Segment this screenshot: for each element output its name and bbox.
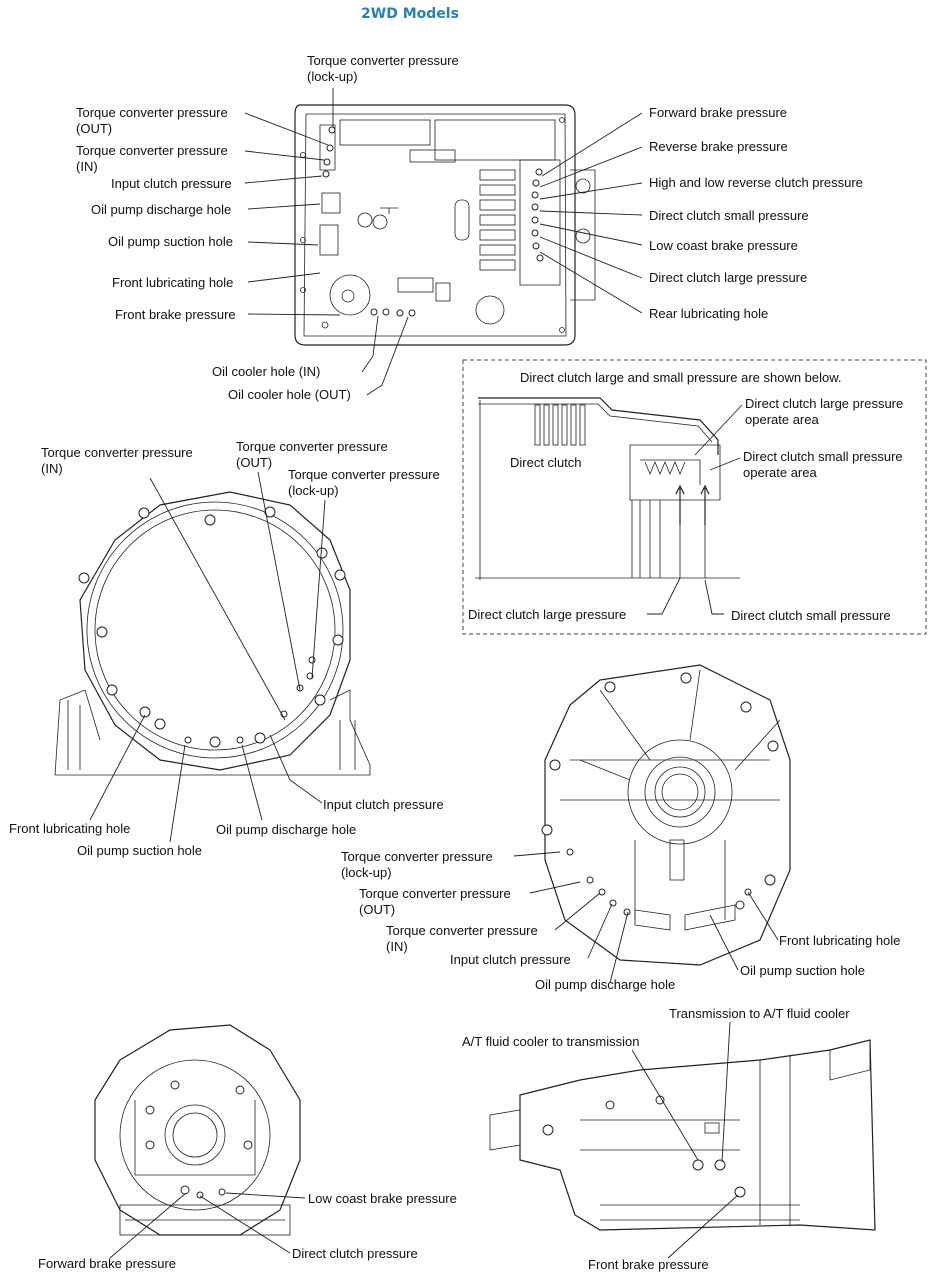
side-view-leaders bbox=[631, 1021, 739, 1259]
rear-view-leaders bbox=[109, 1192, 306, 1259]
vb-low-coast-label: Low coast brake pressure bbox=[649, 238, 798, 253]
rear-low-coast-label: Low coast brake pressure bbox=[308, 1191, 457, 1206]
housing-pump-suction-label: Oil pump suction hole bbox=[77, 843, 203, 858]
vb-front-lub-label: Front lubricating hole bbox=[112, 275, 234, 290]
vb-cooler-out-label: Oil cooler hole (OUT) bbox=[228, 387, 351, 402]
oil-pump-leaders bbox=[513, 851, 779, 984]
pump-front-lub-label: Front lubricating hole bbox=[779, 933, 901, 948]
vb-input-clutch-label: Input clutch pressure bbox=[111, 176, 232, 191]
housing-tc-in-label: Torque converter pressure(IN) bbox=[41, 445, 193, 476]
vb-forward-brake-label: Forward brake pressure bbox=[649, 105, 787, 120]
housing-input-clutch-label: Input clutch pressure bbox=[323, 797, 444, 812]
pump-tc-lockup-label: Torque converter pressure(lock-up) bbox=[341, 849, 493, 880]
inset-small-pressure-label: Direct clutch small pressure bbox=[731, 608, 891, 623]
converter-housing-drawing bbox=[54, 491, 371, 776]
vb-reverse-brake-label: Reverse brake pressure bbox=[649, 139, 788, 154]
vb-pump-suction-label: Oil pump suction hole bbox=[108, 234, 234, 249]
inset-leaders bbox=[647, 404, 743, 615]
pump-tc-in-label: Torque converter pressure(IN) bbox=[386, 923, 538, 954]
pump-tc-out-label: Torque converter pressure(OUT) bbox=[359, 886, 511, 917]
inset-heading: Direct clutch large and small pressure a… bbox=[520, 370, 842, 385]
side-front-brake-label: Front brake pressure bbox=[588, 1257, 709, 1272]
housing-tc-lockup-label: Torque converter pressure(lock-up) bbox=[288, 467, 440, 498]
vb-pump-discharge-label: Oil pump discharge hole bbox=[91, 202, 232, 217]
inset-large-pressure-label: Direct clutch large pressure bbox=[468, 607, 627, 622]
vb-cooler-in-label: Oil cooler hole (IN) bbox=[212, 364, 321, 379]
rear-forward-brake-label: Forward brake pressure bbox=[38, 1256, 176, 1271]
valve-body-leaders bbox=[244, 88, 643, 396]
vb-front-brake-label: Front brake pressure bbox=[115, 307, 236, 322]
housing-front-lub-label: Front lubricating hole bbox=[9, 821, 131, 836]
side-cooler-to-trans-label: A/T fluid cooler to transmission bbox=[462, 1034, 640, 1049]
converter-housing-leaders bbox=[89, 471, 326, 843]
pump-input-clutch-label: Input clutch pressure bbox=[450, 952, 571, 967]
vb-tc-out-label: Torque converter pressure(OUT) bbox=[76, 105, 228, 136]
oil-pump-drawing bbox=[541, 664, 791, 966]
rear-direct-clutch-label: Direct clutch pressure bbox=[292, 1246, 418, 1261]
vb-direct-small-label: Direct clutch small pressure bbox=[649, 208, 809, 223]
vb-tc-lockup-label: Torque converter pressure(lock-up) bbox=[307, 53, 459, 84]
direct-clutch-section bbox=[475, 397, 740, 580]
side-view-drawing bbox=[489, 1039, 876, 1231]
housing-tc-out-label: Torque converter pressure(OUT) bbox=[236, 439, 388, 470]
valve-body-drawing bbox=[294, 104, 596, 346]
vb-rear-lub-label: Rear lubricating hole bbox=[649, 306, 769, 321]
vb-hl-reverse-clutch-label: High and low reverse clutch pressure bbox=[649, 175, 863, 190]
vb-direct-large-label: Direct clutch large pressure bbox=[649, 270, 808, 285]
pump-pump-suction-label: Oil pump suction hole bbox=[740, 963, 866, 978]
vb-tc-in-label: Torque converter pressure(IN) bbox=[76, 143, 228, 174]
housing-pump-discharge-label: Oil pump discharge hole bbox=[216, 822, 357, 837]
inset-frame bbox=[462, 359, 927, 635]
pump-pump-discharge-label: Oil pump discharge hole bbox=[535, 977, 676, 992]
page-title: 2WD Models bbox=[361, 6, 459, 22]
side-trans-to-cooler-label: Transmission to A/T fluid cooler bbox=[669, 1006, 850, 1021]
inset-direct-clutch-label: Direct clutch bbox=[510, 455, 582, 470]
rear-view-drawing bbox=[94, 1024, 301, 1236]
